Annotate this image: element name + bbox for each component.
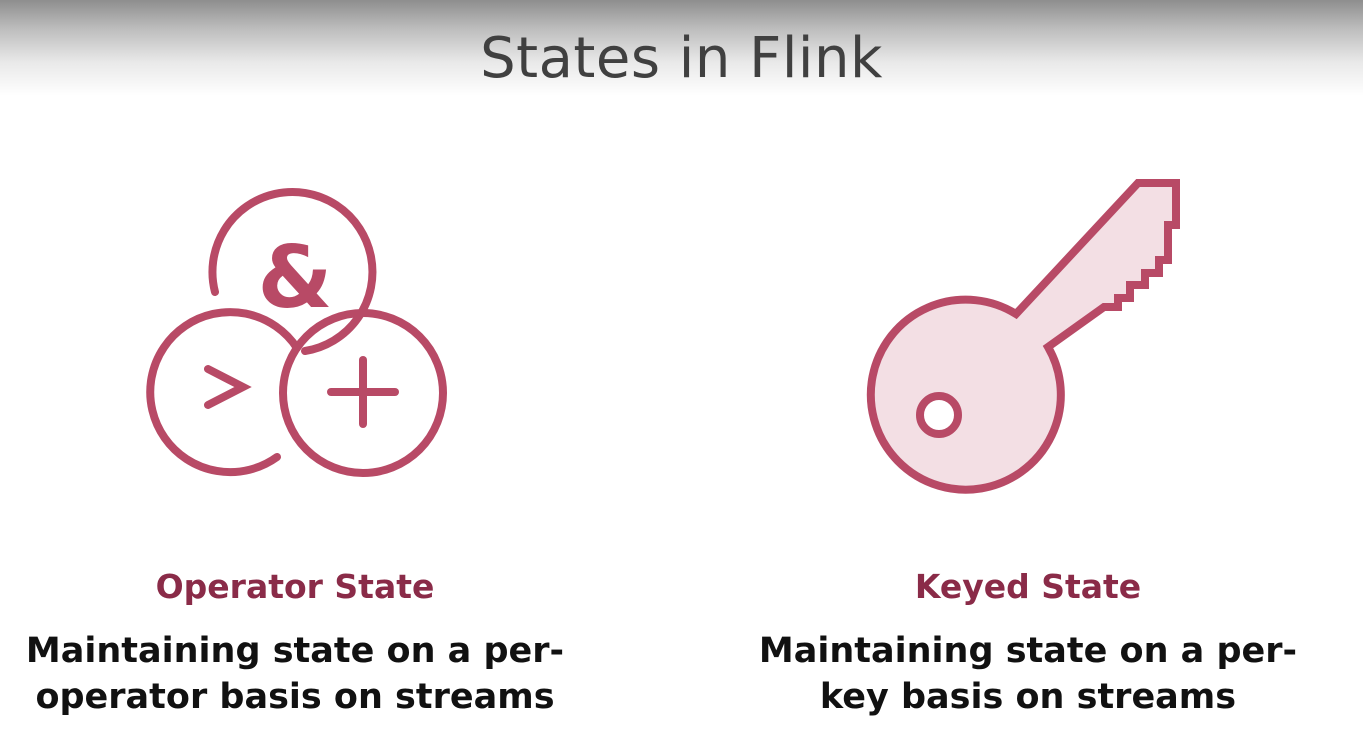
key-icon: [866, 179, 1180, 494]
slide-title: States in Flink: [480, 26, 883, 91]
operator-symbols-icon: &: [146, 188, 447, 477]
keyed-state-description: Maintaining state on a per- key basis on…: [758, 631, 1298, 717]
operator-state-description: Maintaining state on a per- operator bas…: [25, 631, 565, 717]
header-band: [0, 0, 1363, 96]
keyed-state-heading: Keyed State: [914, 567, 1142, 606]
operator-state-heading: Operator State: [155, 567, 435, 606]
ampersand-glyph: &: [258, 228, 333, 328]
